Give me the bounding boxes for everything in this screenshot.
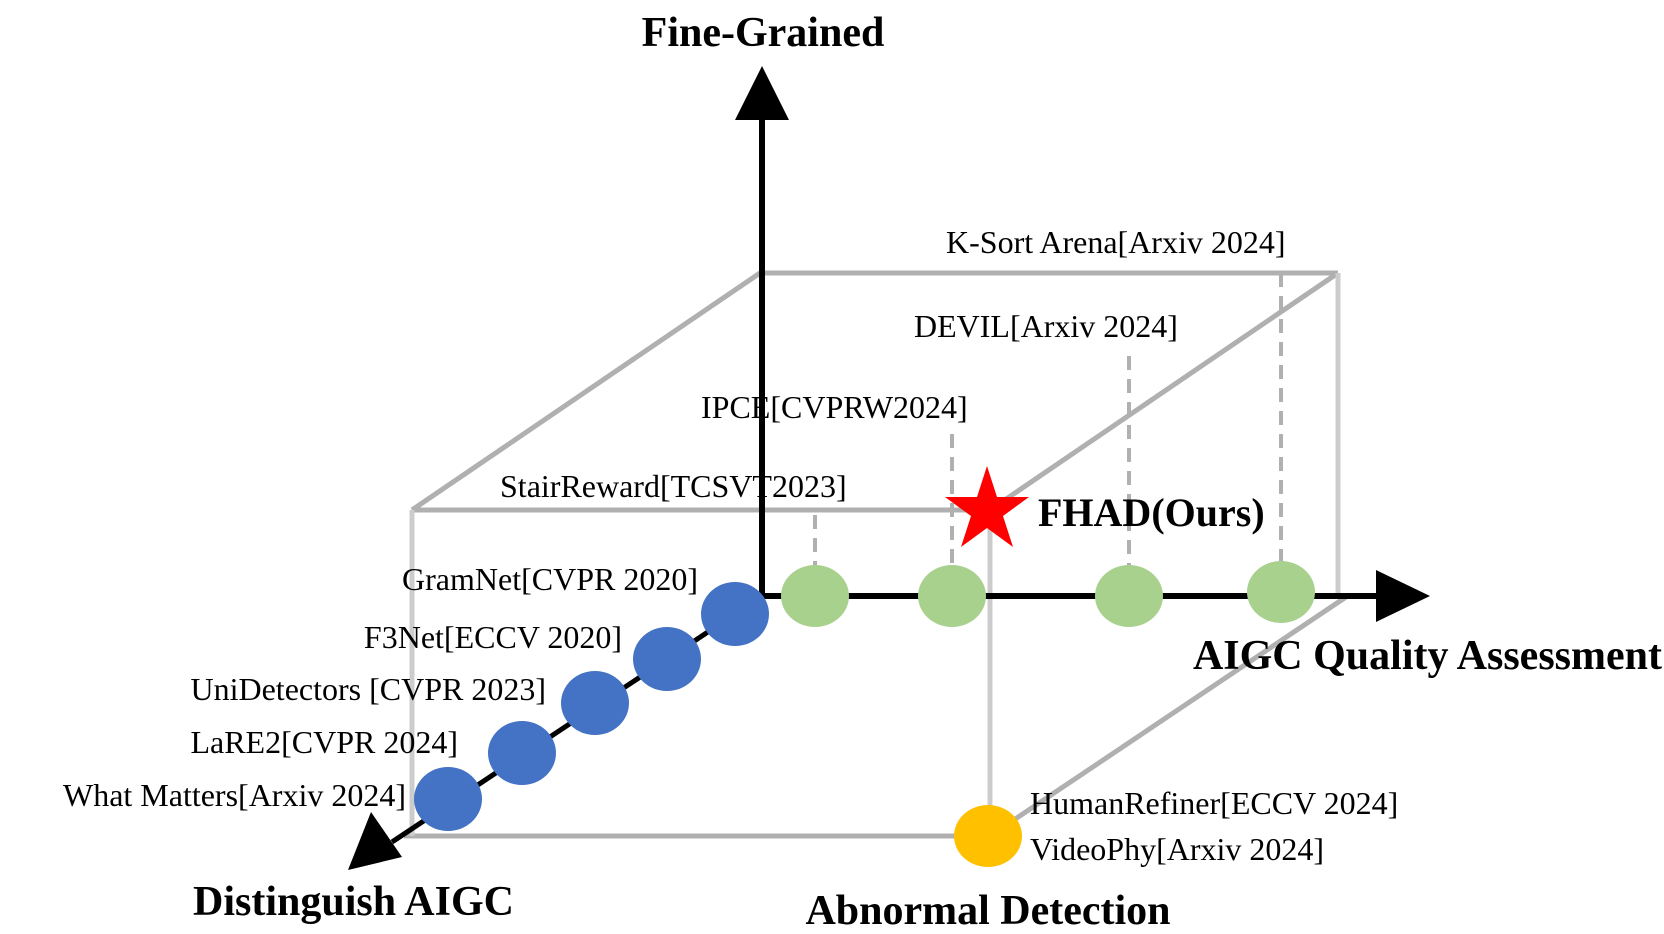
axis-label-distinguish-aigc: Distinguish AIGC [193, 879, 514, 925]
ours-star-icon [945, 466, 1029, 547]
marker-ipce [918, 565, 986, 627]
horizontal-axis-arrowhead [1376, 570, 1430, 622]
label-unidetectors: UniDetectors [CVPR 2023] [190, 671, 546, 707]
marker-f3net [633, 627, 701, 691]
label-devil: DEVIL[Arxiv 2024] [914, 308, 1178, 344]
marker-lare2 [488, 721, 556, 785]
label-gramnet: GramNet[CVPR 2020] [402, 561, 698, 597]
label-videophy: VideoPhy[Arxiv 2024] [1030, 831, 1324, 867]
label-ksort-arena: K-Sort Arena[Arxiv 2024] [946, 224, 1285, 260]
marker-devil [1095, 565, 1163, 627]
label-lare2: LaRE2[CVPR 2024] [190, 724, 458, 760]
axis-label-fine-grained: Fine-Grained [642, 10, 885, 56]
marker-stairreward [781, 565, 849, 627]
label-what-matters: What Matters[Arxiv 2024] [63, 777, 406, 813]
marker-humanrefiner-videophy [954, 805, 1022, 867]
vertical-axis-arrowhead [735, 66, 789, 120]
box-top-left-edge [410, 270, 762, 513]
dashed-leaders [813, 273, 1283, 568]
marker-unidetectors [561, 671, 629, 735]
markers [414, 466, 1315, 867]
axis-label-quality-assessment: AIGC Quality Assessment [1193, 633, 1662, 679]
label-stairreward: StairReward[TCSVT2023] [500, 468, 847, 504]
axis-label-abnormal-detection: Abnormal Detection [805, 888, 1170, 934]
marker-ksort-arena [1247, 561, 1315, 623]
wireframe-box [404, 270, 1348, 839]
label-humanrefiner: HumanRefiner[ECCV 2024] [1030, 785, 1398, 821]
diagonal-axis-arrowhead [348, 812, 402, 870]
box-top-right-edge [988, 270, 1340, 513]
marker-what-matters [414, 767, 482, 831]
box-bottom-right-edge [988, 594, 1348, 839]
label-f3net: F3Net[ECCV 2020] [364, 619, 622, 655]
marker-gramnet [701, 582, 769, 646]
label-ipce: IPCE[CVPRW2024] [701, 389, 968, 425]
label-ours: FHAD(Ours) [1038, 490, 1265, 535]
